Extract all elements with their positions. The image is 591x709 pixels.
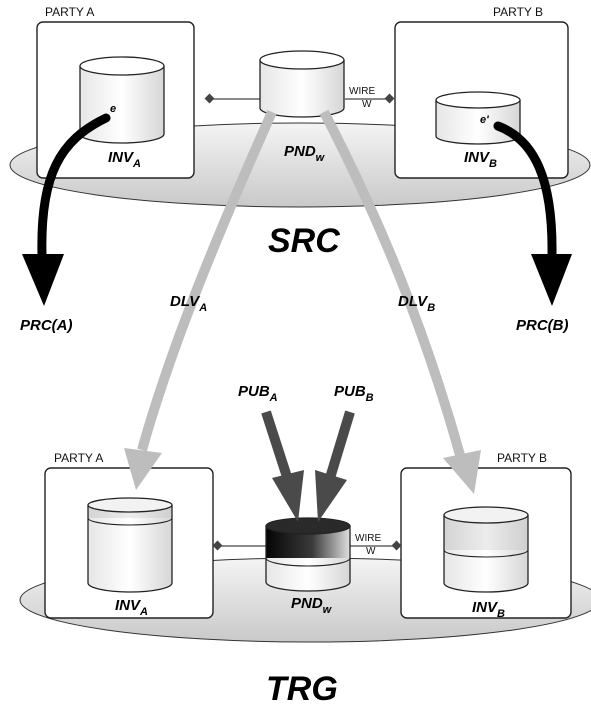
target-wire-label: WIRE	[355, 533, 381, 544]
prc-b-arrow	[493, 121, 572, 306]
target-party-b-label: PARTY B	[497, 451, 547, 465]
source-inv-a-label: INVA	[108, 149, 141, 170]
target-inv-a-label: INVA	[115, 597, 148, 618]
source-pnd-label: PNDw	[284, 143, 326, 164]
target-inv-b-label: INVB	[472, 599, 505, 620]
pub-b-label: PUBB	[334, 383, 374, 404]
target-wire-node-right	[391, 540, 402, 551]
source-inv-a-cylinder	[79, 56, 165, 144]
dlv-a-label: DLVA	[170, 293, 207, 314]
pub-b-arrow	[315, 410, 355, 522]
pub-a-arrow	[261, 410, 304, 522]
source-wire-label: WIRE	[349, 86, 375, 97]
target-wire-node-left	[212, 540, 223, 551]
dlv-a-arrow	[124, 109, 277, 490]
target-label: TRG	[266, 670, 338, 708]
source-wire-sub-label: W	[362, 99, 372, 110]
source-wire-node-left	[204, 93, 215, 104]
source-label: SRC	[268, 222, 340, 260]
target-pnd-cylinder	[265, 517, 351, 592]
source-entry-a-label: e	[110, 103, 116, 115]
dlv-b-arrow	[319, 109, 481, 494]
source-pnd-cylinder	[259, 50, 345, 118]
source-inv-b-label: INVB	[464, 149, 497, 170]
prc-b-label: PRC(B)	[516, 317, 569, 334]
pub-a-label: PUBA	[238, 383, 278, 404]
prc-a-label: PRC(A)	[20, 317, 73, 334]
target-wire-sub-label: W	[366, 546, 376, 557]
target-pnd-label: PNDw	[291, 595, 333, 616]
target-inv-b-cylinder	[443, 506, 529, 593]
target-party-a-label: PARTY A	[54, 451, 103, 465]
dlv-b-label: DLVB	[398, 293, 435, 314]
source-party-b-label: PARTY B	[493, 5, 543, 19]
source-inv-b-cylinder	[435, 91, 521, 145]
source-wire-node-right	[384, 93, 395, 104]
source-entry-b-label: e'	[480, 114, 489, 126]
source-section: PARTY A PARTY B WIRE W e INVA e'	[9, 5, 591, 260]
source-party-a-label: PARTY A	[45, 5, 94, 19]
prc-a-arrow	[22, 113, 111, 306]
target-section: PARTY A PARTY B WIRE W INVA	[19, 451, 591, 708]
target-inv-a-cylinder	[87, 497, 173, 593]
